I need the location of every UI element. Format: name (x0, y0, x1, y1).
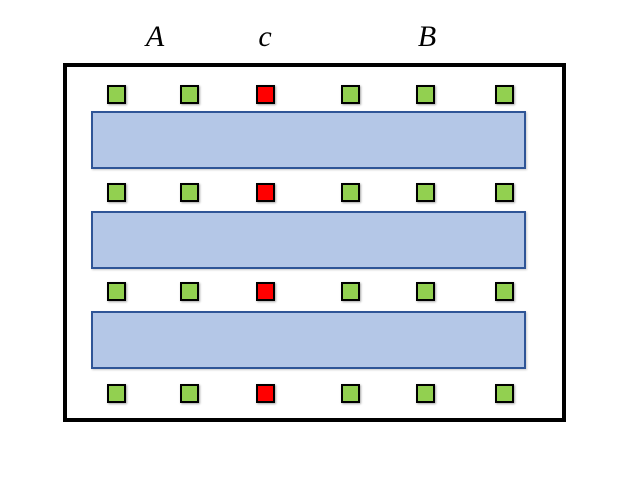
label-c: c (258, 20, 272, 53)
blue-bar (91, 111, 526, 169)
square-green (341, 183, 360, 202)
square-green (416, 384, 435, 403)
square-green (180, 85, 199, 104)
square-green (107, 282, 126, 301)
square-green (495, 282, 514, 301)
blue-bar (91, 211, 526, 269)
outer-frame (63, 63, 566, 422)
square-row (67, 183, 562, 202)
square-green (416, 85, 435, 104)
square-green (495, 85, 514, 104)
square-red (256, 85, 275, 104)
square-red (256, 183, 275, 202)
square-green (180, 183, 199, 202)
square-row (67, 282, 562, 301)
label-B: B (417, 20, 437, 53)
square-red (256, 282, 275, 301)
square-green (341, 282, 360, 301)
square-row (67, 384, 562, 403)
square-green (107, 384, 126, 403)
square-row (67, 85, 562, 104)
square-red (256, 384, 275, 403)
square-green (180, 282, 199, 301)
label-A: A (145, 20, 165, 53)
square-green (416, 282, 435, 301)
square-green (107, 183, 126, 202)
square-green (107, 85, 126, 104)
square-green (341, 85, 360, 104)
square-green (341, 384, 360, 403)
blue-bar (91, 311, 526, 369)
square-green (180, 384, 199, 403)
square-green (495, 183, 514, 202)
square-green (416, 183, 435, 202)
square-green (495, 384, 514, 403)
